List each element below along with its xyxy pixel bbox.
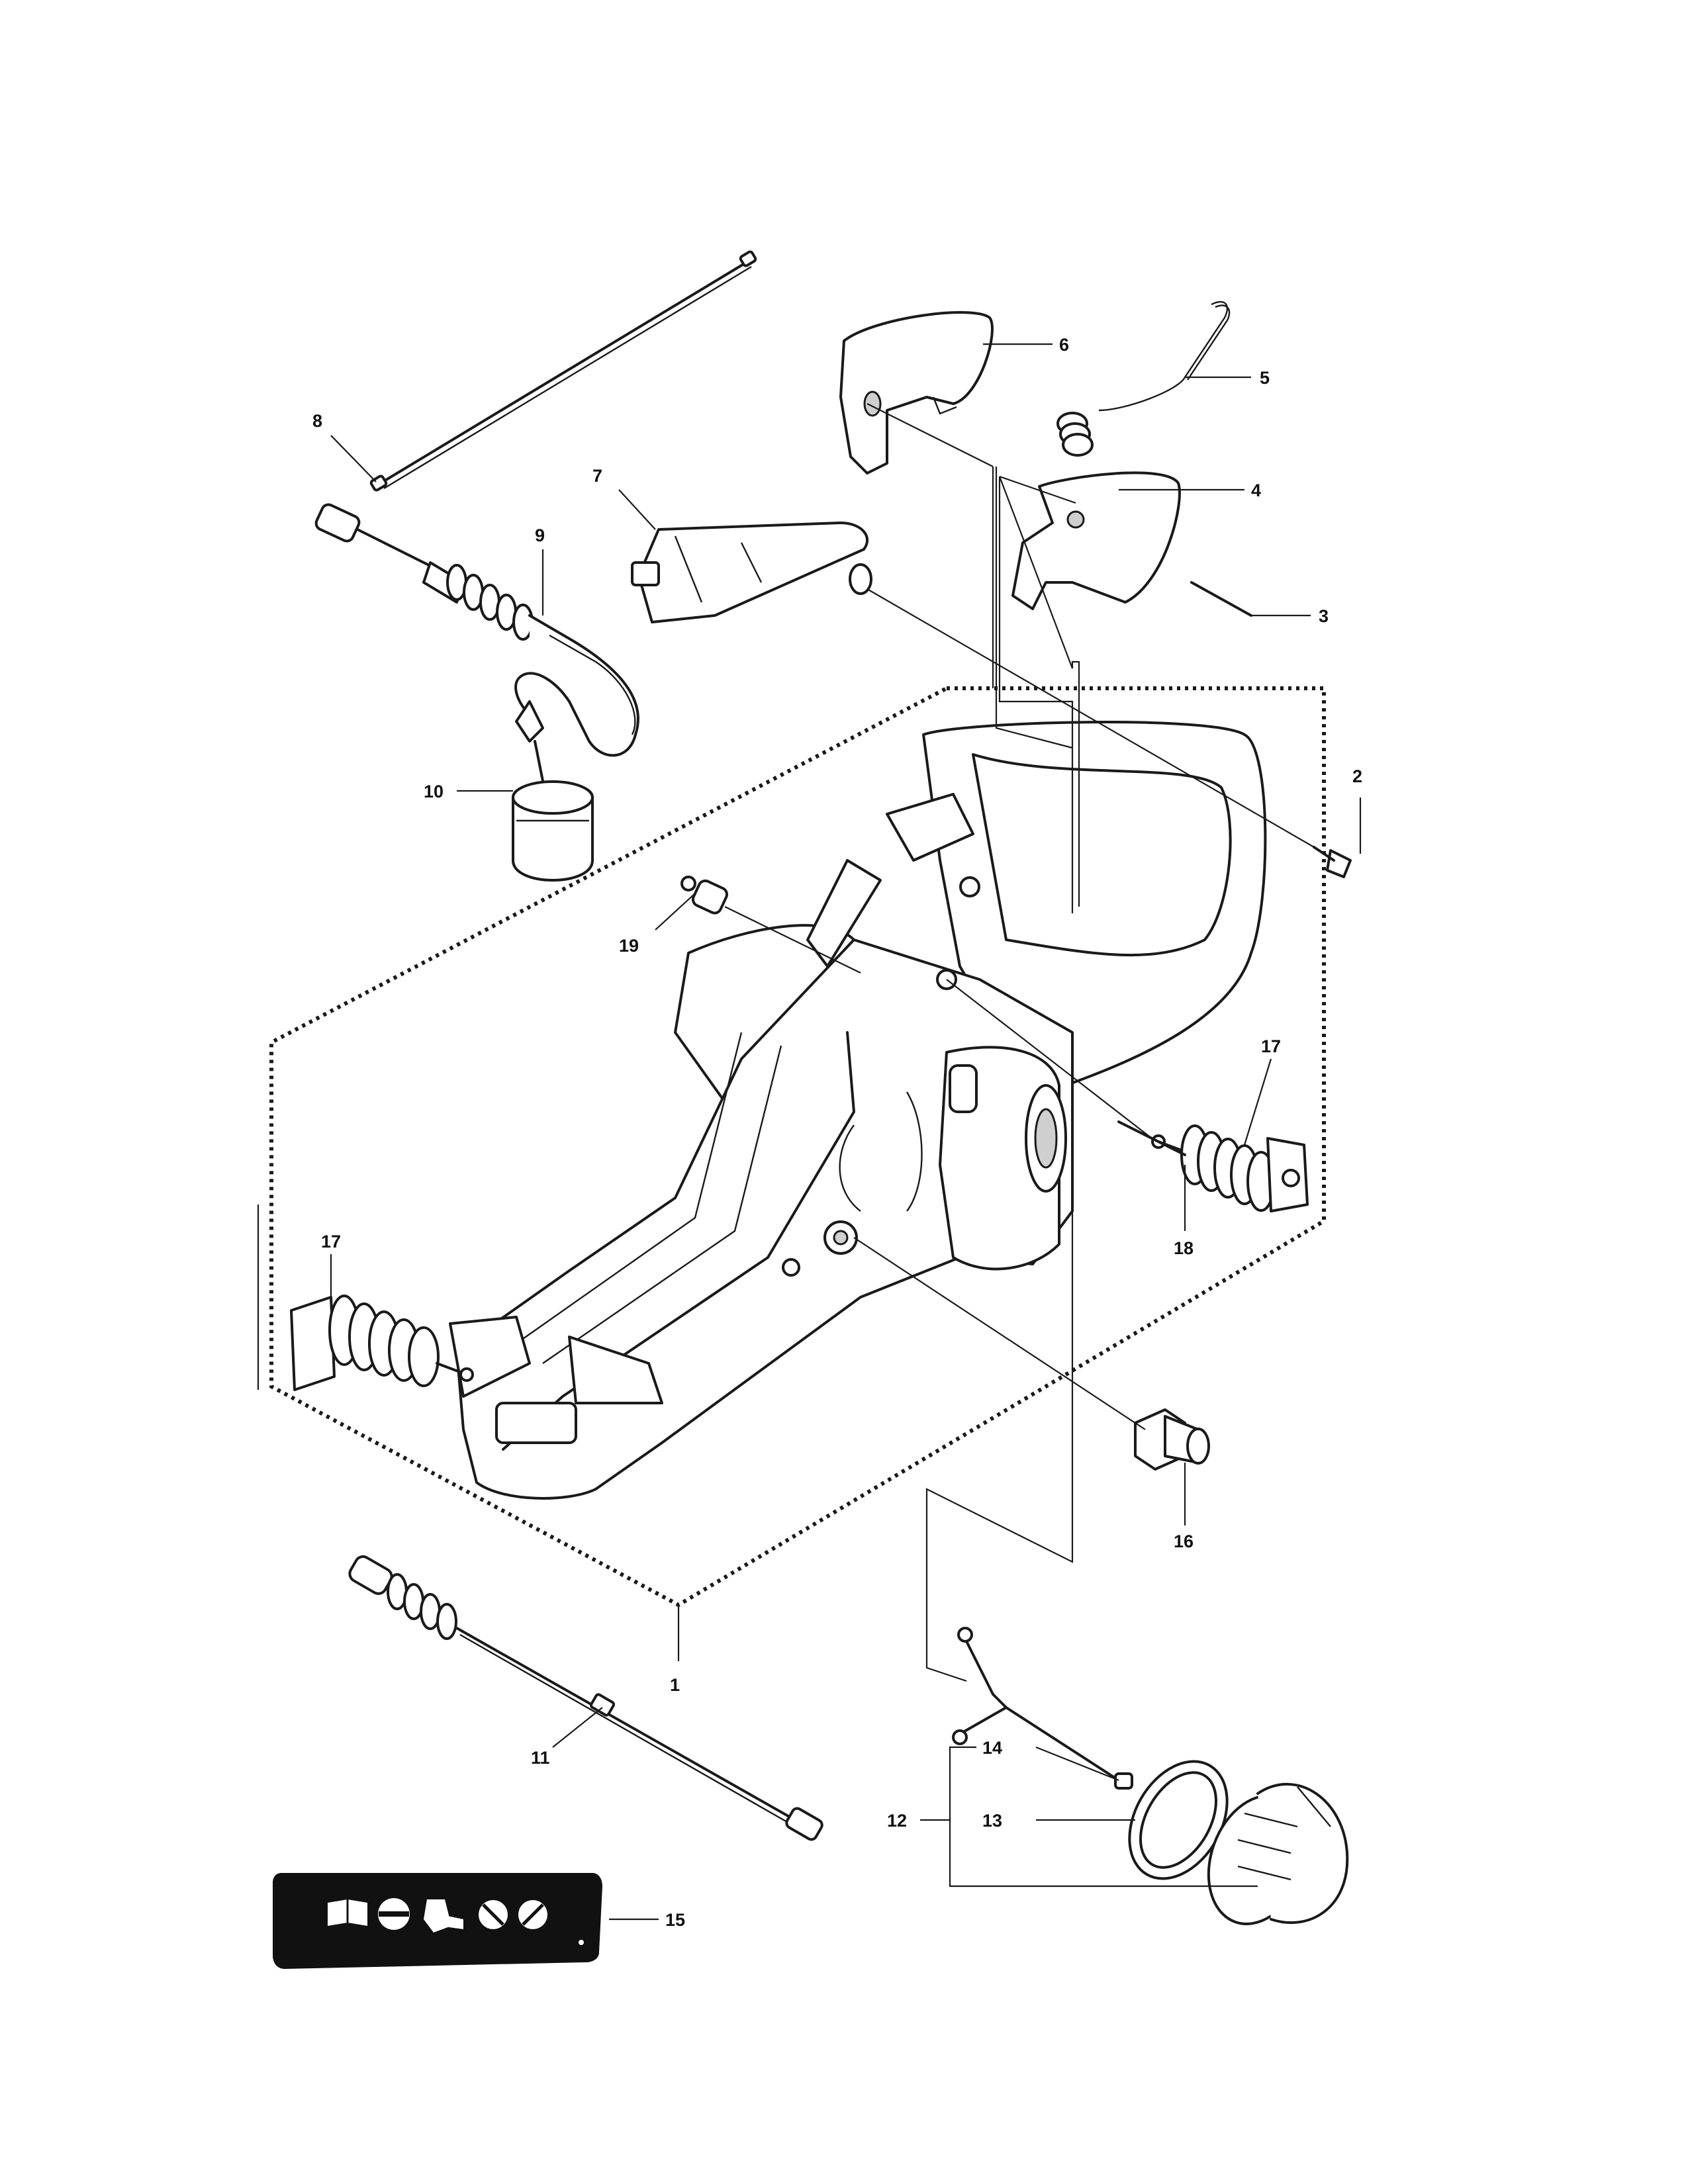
manual-icon [328, 1899, 367, 1926]
guide-lines [257, 403, 1315, 1682]
callout-17-left: 17 [321, 1232, 341, 1251]
anti-vibration-spring-left [290, 1295, 474, 1391]
callout-10: 10 [424, 782, 444, 801]
callout-2: 2 [1352, 766, 1362, 786]
throttle-trigger [839, 311, 994, 475]
glove-icon [424, 1899, 463, 1933]
warning-decal [273, 1873, 602, 1969]
fuel-cap [1207, 1782, 1349, 1925]
seal-ring [1128, 1760, 1229, 1880]
callout-13: 13 [982, 1811, 1002, 1831]
callout-1: 1 [670, 1675, 680, 1695]
fuel-hose-assembly [314, 503, 639, 782]
spring-wire [1056, 300, 1231, 457]
callout-9: 9 [535, 525, 545, 545]
retainer-strap [952, 1627, 1133, 1790]
callout-12: 12 [887, 1811, 907, 1831]
callout-17-right: 17 [1261, 1036, 1281, 1056]
anti-vibration-spring-right [1151, 1124, 1309, 1212]
callout-7: 7 [592, 466, 602, 486]
fuel-filter [512, 780, 594, 882]
impulse-hose [348, 1555, 823, 1841]
screw [1313, 846, 1352, 878]
no-chain-icon [518, 1900, 547, 1929]
callout-3: 3 [1319, 606, 1329, 626]
callout-14: 14 [982, 1738, 1002, 1758]
choke-lever [631, 522, 872, 623]
callout-11: 11 [531, 1748, 550, 1768]
callout-16: 16 [1174, 1531, 1194, 1551]
helmet-icon [378, 1898, 410, 1930]
pin-3 [1190, 581, 1252, 617]
grommet [1134, 1408, 1210, 1471]
callout-19: 19 [619, 936, 639, 956]
callout-15: 15 [665, 1910, 685, 1930]
callout-labels: 1 2 3 4 5 6 7 8 9 10 11 12 13 14 15 16 1… [312, 335, 1362, 1930]
throttle-rod [369, 250, 757, 492]
callout-18: 18 [1174, 1238, 1194, 1258]
callout-4: 4 [1251, 480, 1261, 500]
callout-leaders [330, 343, 1362, 1921]
throttle-lockout [1011, 471, 1181, 610]
callout-5: 5 [1260, 368, 1270, 388]
plug [680, 876, 729, 915]
chassis-handle-body [449, 721, 1267, 1500]
callout-6: 6 [1059, 335, 1069, 355]
no-chain-icon [479, 1900, 508, 1929]
callout-8: 8 [312, 411, 322, 431]
